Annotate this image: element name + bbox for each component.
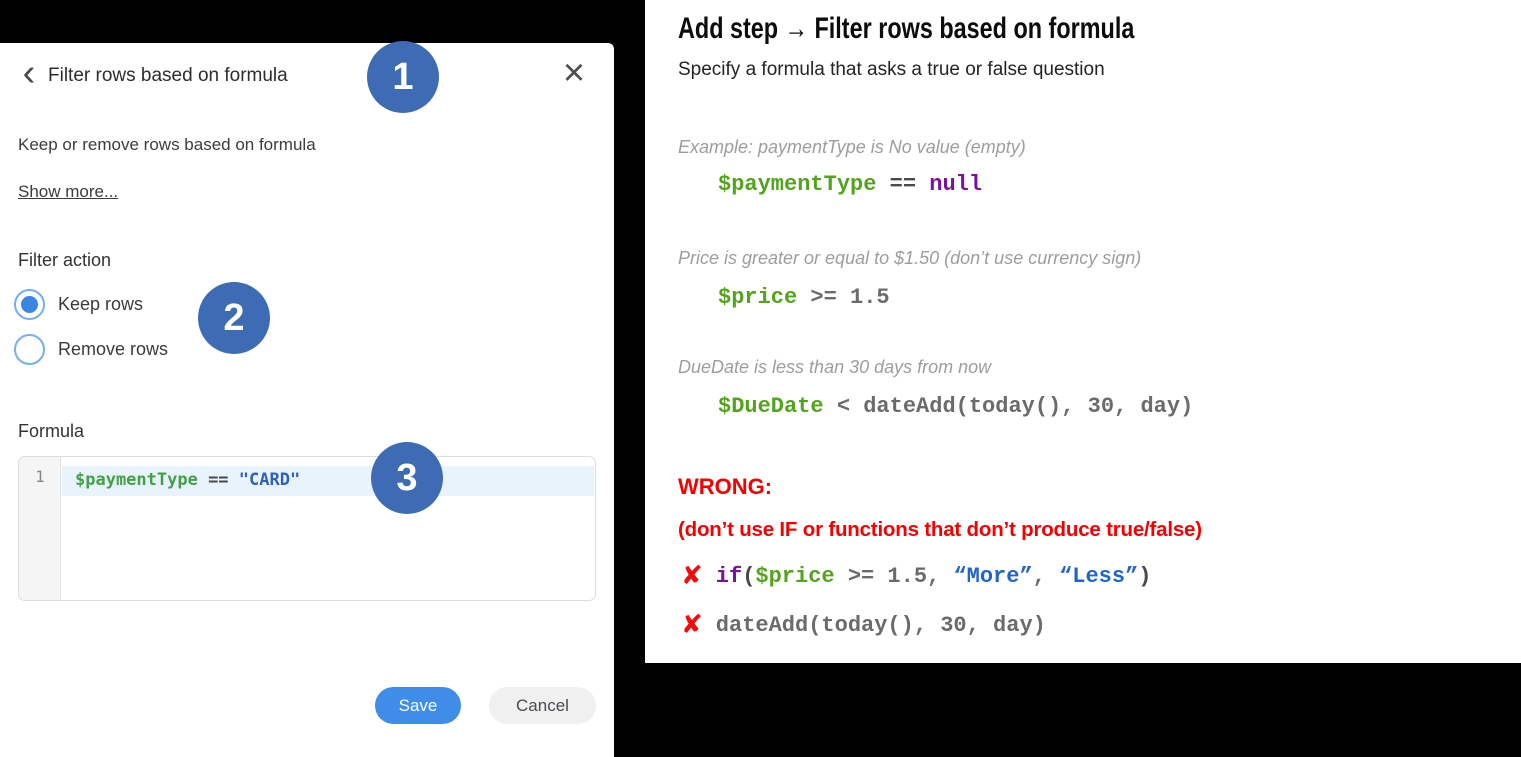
remove-rows-radio-icon[interactable] <box>14 334 45 365</box>
code-token-string: “More” <box>953 563 1033 589</box>
example-1-code: $paymentType == null <box>718 172 982 197</box>
instructions-title: Add step → Filter rows based on formula <box>678 12 1135 45</box>
code-token-operator: == <box>876 172 930 197</box>
code-token-string: "CARD" <box>238 470 301 490</box>
cross-mark-icon: ✘ <box>681 561 703 591</box>
wrong-example-1: ✘ if($price >= 1.5, “More”, “Less”) <box>681 561 1152 591</box>
code-token-variable: $paymentType <box>75 470 198 490</box>
keep-rows-option[interactable]: Keep rows <box>14 289 143 320</box>
code-token-variable: $price <box>718 285 798 310</box>
step-badge-1: 1 <box>367 41 439 113</box>
wrong-note: (don’t use IF or functions that don’t pr… <box>678 518 1202 541</box>
code-token-expression: >= 1.5 <box>797 285 890 310</box>
editor-line-number: 1 <box>35 467 45 486</box>
code-token-variable: $DueDate <box>718 394 824 419</box>
formula-code-editor[interactable]: 1 $paymentType == "CARD" <box>18 456 596 601</box>
keep-rows-radio-icon[interactable] <box>14 289 45 320</box>
editor-gutter <box>19 457 61 600</box>
remove-rows-label: Remove rows <box>58 339 169 359</box>
code-token-expression: < dateAdd(today(), 30, day) <box>823 394 1194 419</box>
example-2-caption: Price is greater or equal to $1.50 (don’… <box>678 248 1142 268</box>
code-token-variable: $price <box>755 563 835 589</box>
back-chevron-icon[interactable]: ‹ <box>22 52 36 94</box>
step-badge-2: 2 <box>198 282 270 354</box>
remove-rows-option[interactable]: Remove rows <box>14 334 168 365</box>
save-button[interactable]: Save <box>375 687 461 724</box>
instructions-subtitle: Specify a formula that asks a true or fa… <box>678 59 1105 80</box>
code-token-expression: >= 1.5, <box>834 563 954 589</box>
instructions-panel: Add step → Filter rows based on formula … <box>645 0 1521 663</box>
wrong-heading: WRONG: <box>678 474 773 499</box>
filter-action-label: Filter action <box>18 250 112 270</box>
code-token-paren: ( <box>742 563 756 589</box>
cross-mark-icon: ✘ <box>681 610 703 640</box>
example-3-code: $DueDate < dateAdd(today(), 30, day) <box>718 394 1193 419</box>
wrong-example-1-code: if($price >= 1.5, “More”, “Less”) <box>716 564 1152 589</box>
example-1-caption: Example: paymentType is No value (empty) <box>678 137 1026 157</box>
formula-label: Formula <box>18 421 85 441</box>
dialog-title: Filter rows based on formula <box>48 65 288 86</box>
code-token-if: if <box>715 563 743 589</box>
code-token-variable: $paymentType <box>718 172 877 197</box>
step-badge-3: 3 <box>371 442 443 514</box>
code-token-string: “Less” <box>1059 563 1139 589</box>
code-token-null: null <box>929 172 983 197</box>
close-icon[interactable]: × <box>562 52 586 94</box>
filter-dialog: ‹ Filter rows based on formula × Keep or… <box>0 43 614 757</box>
formula-code-line: $paymentType == "CARD" <box>75 470 300 490</box>
dialog-description: Keep or remove rows based on formula <box>18 135 316 154</box>
example-2-code: $price >= 1.5 <box>718 285 890 310</box>
keep-rows-label: Keep rows <box>58 294 144 314</box>
editor-active-line-highlight <box>62 466 594 496</box>
example-3-caption: DueDate is less than 30 days from now <box>678 357 992 377</box>
code-token-expression: dateAdd(today(), 30, day) <box>715 612 1046 638</box>
code-token-paren: ) <box>1138 563 1152 589</box>
code-token-operator: == <box>197 470 239 490</box>
show-more-link[interactable]: Show more... <box>18 182 119 201</box>
wrong-example-2-code: dateAdd(today(), 30, day) <box>716 613 1046 638</box>
wrong-example-2: ✘ dateAdd(today(), 30, day) <box>681 610 1046 640</box>
code-token-comma: , <box>1032 563 1060 589</box>
cancel-button[interactable]: Cancel <box>489 687 596 724</box>
